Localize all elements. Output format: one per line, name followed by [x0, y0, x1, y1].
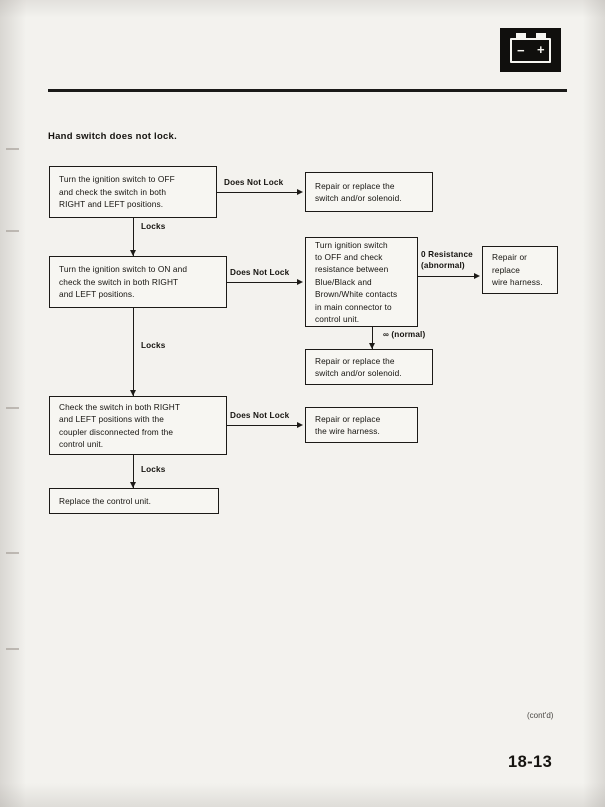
edge-arrowhead — [130, 482, 136, 488]
edge-step3-final — [133, 455, 135, 488]
edge-arrowhead — [297, 421, 303, 428]
flow-node-text: Repair or replace the wire harness. — [315, 413, 381, 436]
edge-label-does-not-lock: Does Not Lock — [230, 268, 290, 277]
flow-node-resistance-check: Turn ignition switch to OFF and check re… — [305, 237, 418, 327]
scan-artifact-tick — [6, 230, 19, 232]
edge-arrowhead — [130, 390, 136, 396]
edge-label-infinity-normal: ∞ (normal) — [383, 330, 426, 339]
page-title: Hand switch does not lock. — [48, 131, 177, 142]
flow-node-text: Turn ignition switch to OFF and check re… — [315, 239, 398, 325]
edge-step1-step2 — [133, 218, 135, 256]
scan-artifact-tick — [6, 148, 19, 150]
flow-node-out3: Repair or replace the switch and/or sole… — [305, 349, 433, 385]
edge-label-does-not-lock: Does Not Lock — [224, 178, 284, 187]
edge-step2-step3 — [133, 308, 135, 396]
battery-icon: − + — [500, 28, 561, 72]
edge-arrowhead — [130, 250, 136, 256]
edge-step1-out1 — [217, 192, 299, 194]
flow-node-text: Replace the control unit. — [59, 495, 151, 506]
edge-arrowhead — [297, 188, 303, 195]
flow-node-text: Check the switch in both RIGHT and LEFT … — [59, 401, 181, 449]
battery-negative-symbol: − — [517, 43, 525, 58]
battery-terminal-cap-negative — [516, 33, 526, 39]
battery-terminal-cap-positive — [536, 33, 546, 39]
edge-label-locks: Locks — [141, 222, 166, 231]
edge-label-zero-resistance: 0 Resistance (abnormal) — [421, 250, 473, 270]
edge-label-locks: Locks — [141, 341, 166, 350]
flow-node-out1: Repair or replace the switch and/or sole… — [305, 172, 433, 212]
flow-node-step1: Turn the ignition switch to OFF and chec… — [49, 166, 217, 218]
header-divider — [48, 89, 567, 92]
edge-resistance-out2 — [418, 276, 476, 278]
flow-node-out2: Repair or replace wire harness. — [482, 246, 558, 294]
page-number: 18-13 — [508, 753, 553, 771]
edge-step3-out4 — [227, 425, 299, 427]
edge-arrowhead — [297, 278, 303, 285]
flow-node-text: Repair or replace wire harness. — [492, 252, 543, 288]
edge-arrowhead — [369, 343, 375, 349]
scan-artifact-tick — [6, 552, 19, 554]
battery-case — [510, 38, 551, 63]
continued-note: (cont'd) — [527, 711, 554, 720]
edge-arrowhead — [474, 272, 480, 279]
scan-artifact-tick — [6, 407, 19, 409]
flow-node-text: Turn the ignition switch to OFF and chec… — [59, 174, 175, 210]
edge-label-does-not-lock: Does Not Lock — [230, 411, 290, 420]
flow-node-final: Replace the control unit. — [49, 488, 219, 514]
flow-node-out4: Repair or replace the wire harness. — [305, 407, 418, 443]
edge-resistance-out3 — [372, 327, 374, 349]
battery-positive-symbol: + — [537, 42, 545, 57]
edge-step2-resistance — [227, 282, 299, 284]
flow-node-step2: Turn the ignition switch to ON and check… — [49, 256, 227, 308]
edge-label-locks: Locks — [141, 465, 166, 474]
scan-artifact-tick — [6, 648, 19, 650]
flow-node-text: Repair or replace the switch and/or sole… — [315, 355, 402, 378]
flow-node-step3: Check the switch in both RIGHT and LEFT … — [49, 396, 227, 455]
flow-node-text: Repair or replace the switch and/or sole… — [315, 180, 402, 203]
flow-node-text: Turn the ignition switch to ON and check… — [59, 264, 188, 300]
